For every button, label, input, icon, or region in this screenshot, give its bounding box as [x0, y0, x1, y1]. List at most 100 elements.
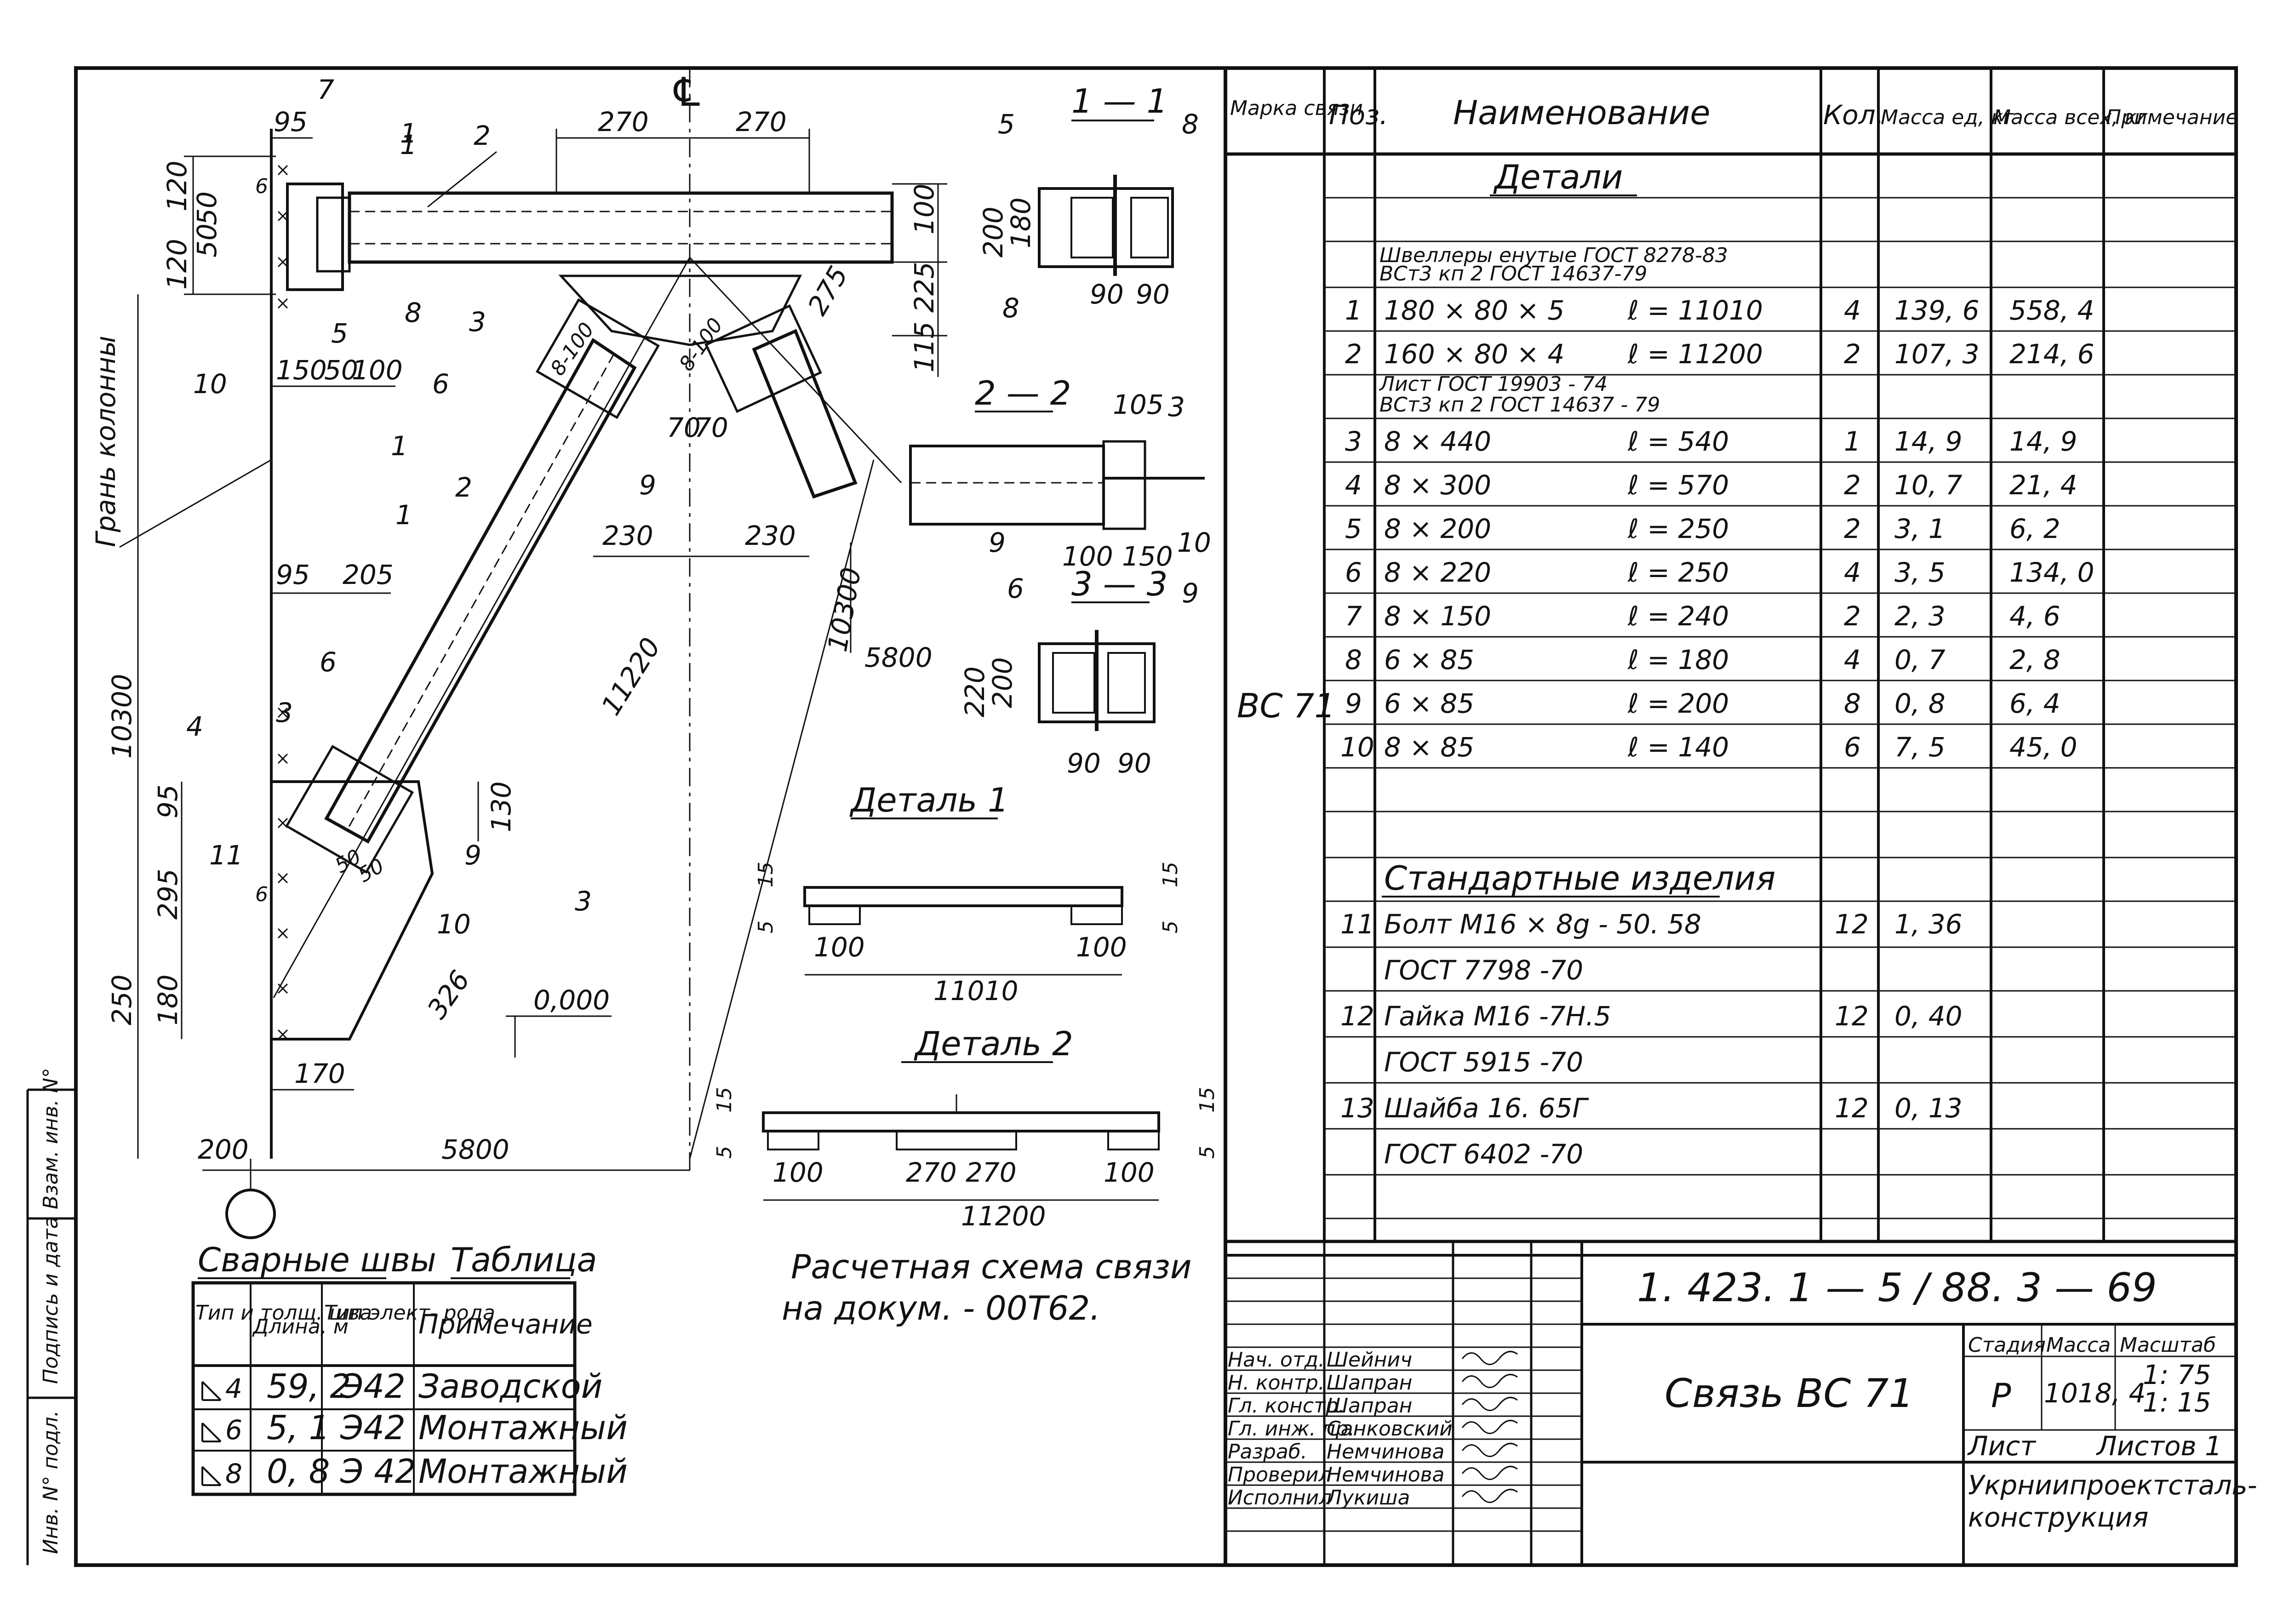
spec-header-pos: Поз. [1329, 99, 1388, 131]
spec-row4-mu: 10, 7 [1894, 469, 1963, 501]
right-diagonal-brace [752, 329, 858, 499]
dim-r-100: 100 [909, 183, 940, 234]
dim-h-70a: 70 [667, 412, 701, 443]
dim-h-230b: 230 [745, 520, 796, 551]
d2-dim-15b: 15 [1196, 1087, 1219, 1113]
weld-col-electrode: Тип элект- рода [324, 1301, 495, 1325]
weld-row1-len: 59, 2 [267, 1367, 351, 1406]
dim-top-270-b: 270 [736, 106, 787, 137]
calc-note-line1: Расчетная схема связи [791, 1247, 1192, 1286]
tb-role-6: Проверил [1228, 1463, 1332, 1487]
tb-name-1: Шейнич [1327, 1348, 1412, 1372]
spec-row4-mt: 21, 4 [2009, 469, 2077, 501]
d1-dim-100b: 100 [1076, 932, 1127, 963]
tb-sheet-label: Лист [1967, 1430, 2037, 1462]
s22-dim-150: 150 [1122, 541, 1173, 572]
spec-header-name: Наименование [1453, 93, 1711, 132]
spec-row3-len: ℓ = 540 [1627, 426, 1729, 457]
tb-name-2: Шапран [1327, 1371, 1412, 1395]
detail-2: Деталь 2 15 15 5 5 100 270 270 100 11200 [713, 1024, 1219, 1232]
spec-row3-qty: 1 [1844, 426, 1861, 457]
dim-h-205: 205 [343, 559, 394, 590]
d2-dim-length: 11200 [961, 1201, 1046, 1232]
s11-dim-90a: 90 [1090, 279, 1124, 310]
s11-dim-200: 200 [978, 206, 1009, 257]
bottom-connection-plate [285, 744, 414, 874]
spec-row10-mt: 45, 0 [2009, 732, 2077, 763]
spec-row10-name: 8 × 85 [1384, 732, 1474, 763]
strip-label-replace: Взам. инв. N° [39, 1068, 63, 1209]
spec-header-mass-unit: Масса ед, кг [1881, 106, 2014, 129]
weld-marks [277, 165, 288, 1040]
dim-v-295: 295 [152, 869, 183, 920]
tb-org-line2: конструкция [1968, 1502, 2148, 1533]
cut-3-low-b: 3 [575, 886, 592, 917]
calc-note-line2: на докум. - 00Т62. [782, 1289, 1100, 1327]
dim-v-120b: 120 [161, 239, 193, 290]
spec-row8-name: 6 × 85 [1384, 644, 1474, 675]
tb-scale-1: 1: 75 [2143, 1359, 2211, 1390]
spec-row1-mu: 139, 6 [1894, 295, 1979, 326]
spec-row2-pos: 2 [1345, 338, 1362, 370]
spec-row2-name: 160 × 80 × 4 [1384, 338, 1564, 370]
weld-table-label: Таблица [451, 1241, 597, 1279]
strip-label-sign: Подпись и дата [39, 1217, 63, 1384]
left-diagonal-brace [324, 337, 637, 844]
weld-row3-len: 0, 8 [267, 1452, 330, 1491]
s22-leader-10: 10 [1177, 527, 1211, 558]
dim-h-70b: 70 [694, 412, 728, 443]
spec-row13-mu: 0, 13 [1894, 1092, 1963, 1124]
spec-row6-name: 8 × 220 [1384, 557, 1491, 588]
tb-role-1: Нач. отд. [1228, 1348, 1325, 1372]
d1-dim-5a: 5 [754, 921, 778, 933]
d2-dim-100a: 100 [773, 1157, 824, 1188]
s11-dim-180: 180 [1005, 197, 1036, 248]
spec-row1-name: 180 × 80 × 5 [1384, 295, 1564, 326]
spec-group1: Швеллеры енутые ГОСТ 8278-83 [1379, 244, 1728, 267]
spec-row13-name: Шайба 16. 65Г [1384, 1092, 1589, 1124]
cut-1-mid: 1 [391, 430, 408, 462]
tb-stage-value: Р [1991, 1376, 2011, 1415]
spec-row10-len: ℓ = 140 [1627, 732, 1729, 763]
spec-row13-qty: 12 [1835, 1092, 1869, 1124]
leader-10-low: 10 [437, 909, 471, 940]
spec-row7-mt: 4, 6 [2009, 600, 2060, 632]
dim-h-150: 150 [276, 355, 327, 386]
cut-3-low: 3 [276, 697, 293, 728]
spec-header-qty: Кол. [1823, 99, 1884, 131]
dim-v-130: 130 [486, 781, 517, 832]
spec-row3-mu: 14, 9 [1894, 426, 1963, 457]
spec-row1-len: ℓ = 11010 [1627, 295, 1763, 326]
tb-role-3: Гл. констр. [1228, 1394, 1345, 1418]
dim-d-8100-a: 8-100 [546, 318, 599, 380]
bottom-base-plate [270, 780, 434, 1041]
strip-label-inv: Инв. N° подл. [39, 1410, 63, 1554]
leader-2: 2 [474, 120, 491, 151]
tb-name-5: Немчинова [1327, 1440, 1445, 1464]
end-plate-right-top [704, 304, 822, 413]
spec-row8-qty: 4 [1844, 644, 1861, 675]
dim-diag-11220: 11220 [595, 632, 666, 721]
detail-2-title: Деталь 2 [914, 1024, 1073, 1063]
dim-v-250: 250 [106, 974, 137, 1025]
d2-dim-100b: 100 [1104, 1157, 1155, 1188]
weld-row2-el: Э42 [340, 1408, 406, 1447]
weld-table-title: Сварные швы [198, 1241, 436, 1279]
section-1-1-title: 1 — 1 [1071, 82, 1167, 120]
level-mark: 0,000 [533, 984, 610, 1016]
spec-row5-qty: 2 [1844, 513, 1861, 544]
leader-10-top: 10 [193, 368, 227, 400]
spec-row3-pos: 3 [1345, 426, 1362, 457]
s33-dim-90b: 90 [1117, 748, 1151, 779]
dim-top-270-a: 270 [598, 106, 649, 137]
leader-6-mid: 6 [432, 368, 449, 400]
spec-row7-mu: 2, 3 [1894, 600, 1946, 632]
spec-row7-qty: 2 [1844, 600, 1861, 632]
tb-stage-label: Стадия [1968, 1333, 2046, 1357]
weld-row3-note: Монтажный [418, 1452, 628, 1491]
d1-dim-100a: 100 [814, 932, 865, 963]
spec-row3-mt: 14, 9 [2009, 426, 2077, 457]
spec-section-details: Детали [1493, 158, 1623, 196]
s11-dim-90b: 90 [1136, 279, 1170, 310]
axis-circle [225, 1189, 276, 1239]
